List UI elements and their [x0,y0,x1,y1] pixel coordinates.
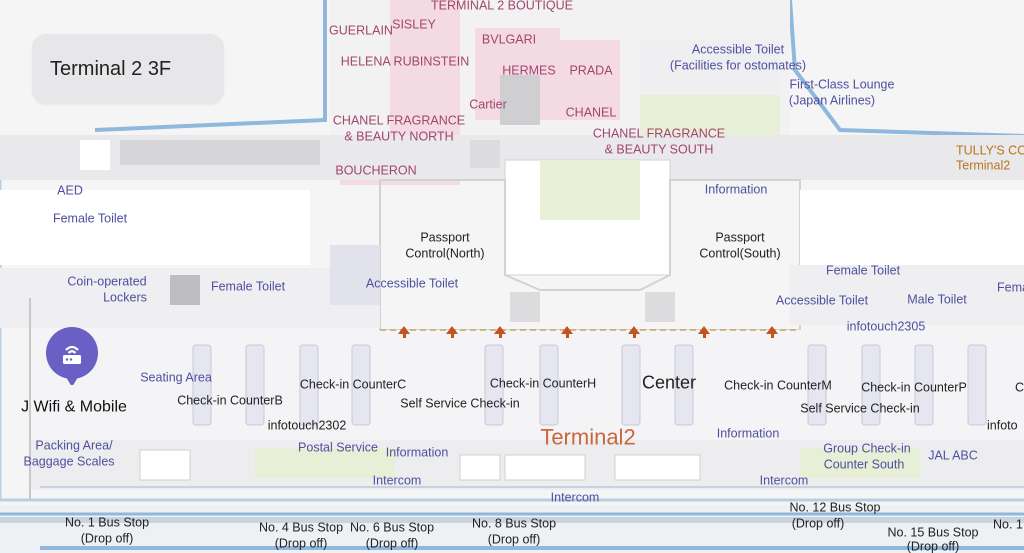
label-tullys-line1[interactable]: TULLY'S CO [956,143,1024,158]
label-chanel-north-line2[interactable]: & BEAUTY NORTH [344,129,454,144]
label-accessible-toilet-ostomates-line2[interactable]: (Facilities for ostomates) [669,58,807,73]
label-seating-area[interactable]: Seating Area [140,370,212,385]
label-first-class-lounge-line1[interactable]: First-Class Lounge [789,77,895,92]
label-helena-rubinstein[interactable]: HELENA RUBINSTEIN [340,54,470,69]
label-self-service-checkin-south[interactable]: Self Service Check-in [800,401,920,416]
label-passport-north-line2[interactable]: Control(North) [405,246,485,261]
label-bus-stop-4-line1[interactable]: No. 4 Bus Stop [258,520,344,535]
label-bus-stop-12-line2[interactable]: (Drop off) [791,516,845,531]
label-infotouch-edge[interactable]: infoto [987,418,1018,433]
label-information-low[interactable]: Information [385,445,449,460]
label-accessible-toilet-ostomates-line1[interactable]: Accessible Toilet [691,42,785,57]
label-infotouch2302[interactable]: infotouch2302 [267,418,347,433]
label-bus-stop-15-line1[interactable]: No. 15 Bus Stop [887,525,979,540]
label-postal-service[interactable]: Postal Service [298,440,378,455]
direction-arrow-icon [698,326,710,338]
label-infotouch2305[interactable]: infotouch2305 [846,319,926,334]
label-tullys-line2[interactable]: Terminal2 [956,158,1011,173]
label-first-class-lounge-line2[interactable]: (Japan Airlines) [788,93,876,108]
floor-title: Terminal 2 3F [50,58,172,80]
label-group-checkin-line1[interactable]: Group Check-in [823,441,911,456]
label-male-toilet[interactable]: Male Toilet [907,292,967,307]
label-aed[interactable]: AED [57,183,83,198]
label-accessible-toilet-south[interactable]: Accessible Toilet [775,293,869,308]
label-checkin-counter-c[interactable]: Check-in CounterC [299,377,407,392]
label-coin-lockers-line2[interactable]: Lockers [103,290,147,305]
label-bus-stop-1-line2[interactable]: (Drop off) [80,531,134,546]
label-cartier[interactable]: Cartier [469,97,507,112]
label-female-toilet-north[interactable]: Female Toilet [210,279,286,294]
label-female-toilet-south[interactable]: Female Toilet [825,263,901,278]
label-bus-stop-8-line1[interactable]: No. 8 Bus Stop [471,516,557,531]
label-center[interactable]: Center [641,372,697,393]
label-sisley[interactable]: SISLEY [392,17,436,32]
label-bus-stop-15-line2[interactable]: (Drop off) [906,539,960,553]
direction-arrow-icon [561,326,573,338]
label-wifi-mobile[interactable]: J Wifi & Mobile [21,398,127,416]
label-intercom-south[interactable]: Intercom [759,473,809,488]
label-packing-area-line1[interactable]: Packing Area/ [35,438,113,453]
label-packing-area-line2[interactable]: Baggage Scales [23,454,115,469]
label-bvlgari[interactable]: BVLGARI [481,32,537,47]
floor-title-card: Terminal 2 3F [32,34,224,104]
label-bus-stop-4-line2[interactable]: (Drop off) [274,536,328,551]
label-bus-stop-1-line1[interactable]: No. 1 Bus Stop [64,515,150,530]
label-boucheron[interactable]: BOUCHERON [335,163,417,178]
label-chanel-north-line1[interactable]: CHANEL FRAGRANCE [332,113,466,128]
label-terminal2[interactable]: Terminal2 [540,424,636,450]
direction-arrow-icon [766,326,778,338]
label-bus-stop-6-line2[interactable]: (Drop off) [365,536,419,551]
wifi-router-pin-icon[interactable] [42,325,102,387]
label-accessible-toilet-north[interactable]: Accessible Toilet [365,276,459,291]
direction-arrow-icon [446,326,458,338]
label-jal-abc[interactable]: JAL ABC [928,448,978,463]
label-bus-stop-12-line1[interactable]: No. 12 Bus Stop [789,500,881,515]
direction-arrow-icon [494,326,506,338]
label-intercom-north[interactable]: Intercom [372,473,422,488]
label-checkin-counter-p[interactable]: Check-in CounterP [861,380,967,395]
label-prada[interactable]: PRADA [569,63,613,78]
label-passport-south-line1[interactable]: Passport [715,230,765,245]
label-female-toilet-edge[interactable]: Fema [997,280,1024,295]
label-checkin-counter-edge[interactable]: C [1015,380,1024,395]
label-information-top[interactable]: Information [704,182,768,197]
label-bus-stop-6-line1[interactable]: No. 6 Bus Stop [349,520,435,535]
label-intercom-center[interactable]: Intercom [550,490,600,505]
label-coin-lockers-line1[interactable]: Coin-operated [67,274,147,289]
label-terminal2-boutique[interactable]: TERMINAL 2 BOUTIQUE [431,0,573,13]
label-bus-stop-edge[interactable]: No. 1 [993,517,1023,532]
label-chanel-south-line1[interactable]: CHANEL FRAGRANCE [592,126,726,141]
label-chanel-south-line2[interactable]: & BEAUTY SOUTH [604,142,714,157]
label-passport-south-line2[interactable]: Control(South) [699,246,781,261]
label-group-checkin-line2[interactable]: Counter South [823,457,905,472]
label-passport-north-line1[interactable]: Passport [420,230,470,245]
label-chanel[interactable]: CHANEL [565,105,617,120]
direction-arrow-icon [398,326,410,338]
label-bus-stop-8-line2[interactable]: (Drop off) [487,532,541,547]
label-guerlain[interactable]: GUERLAIN [329,23,393,38]
label-hermes[interactable]: HERMES [502,63,556,78]
label-female-toilet-west[interactable]: Female Toilet [52,211,128,226]
label-checkin-counter-h[interactable]: Check-in CounterH [489,376,597,391]
label-self-service-checkin-north[interactable]: Self Service Check-in [400,396,520,411]
label-checkin-counter-m[interactable]: Check-in CounterM [724,378,832,393]
label-information-mid[interactable]: Information [716,426,780,441]
label-checkin-counter-b[interactable]: Check-in CounterB [177,393,283,408]
direction-arrow-icon [628,326,640,338]
